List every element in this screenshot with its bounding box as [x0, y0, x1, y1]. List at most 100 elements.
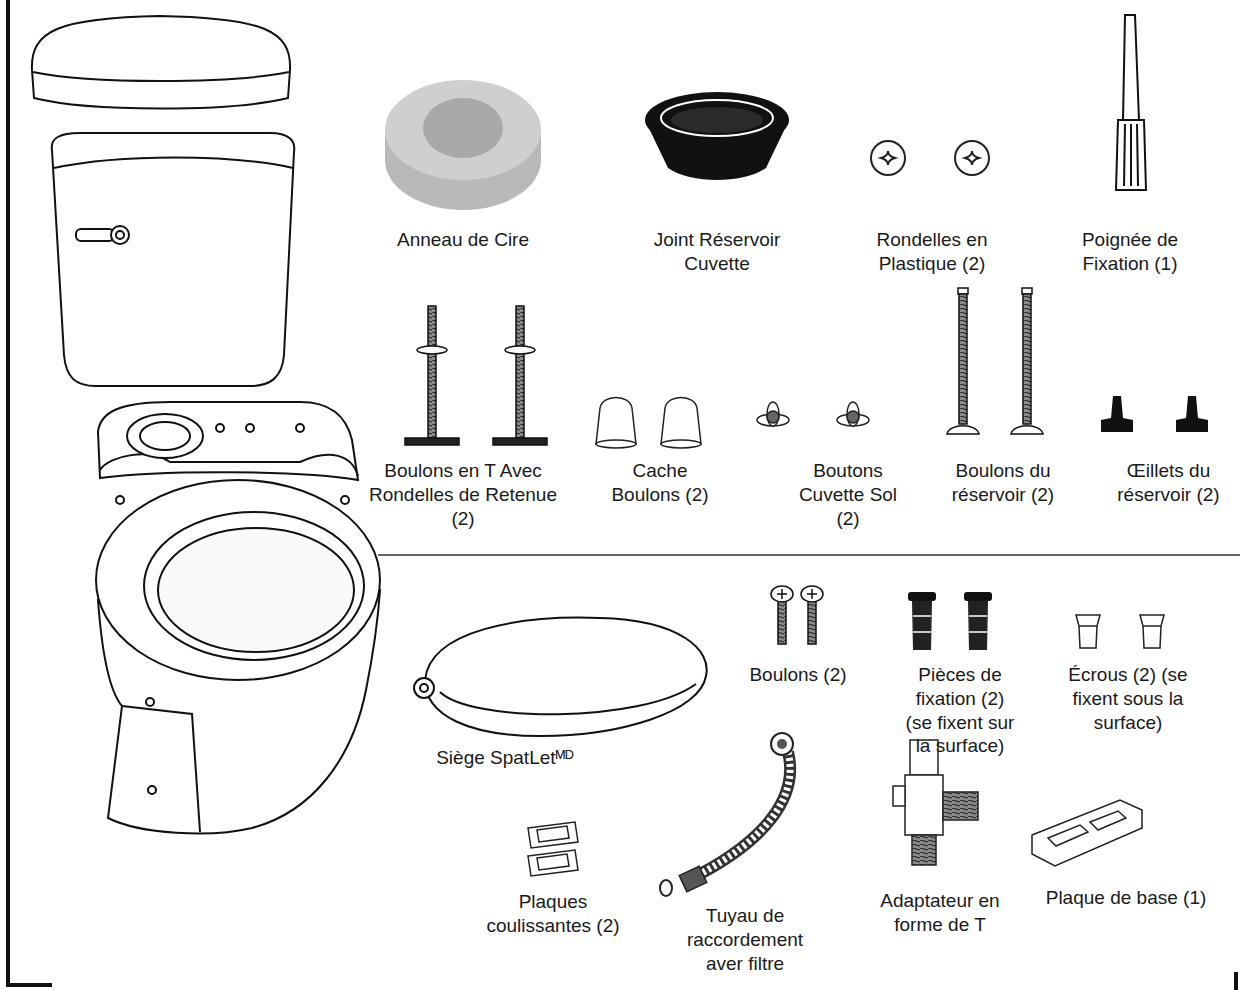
floor-knob	[757, 402, 869, 426]
connection-hose	[700, 752, 790, 874]
seat-bolt	[777, 589, 787, 599]
part-label: Plaques coulissantes (2)	[478, 890, 628, 938]
plastic-washer	[871, 141, 989, 175]
part-label: Siège SpatLetᴹᴰ	[395, 746, 615, 770]
floor-knob	[847, 411, 859, 423]
seat-nut	[1140, 615, 1164, 648]
spatlet-seat	[425, 618, 707, 736]
connection-hose	[660, 880, 672, 896]
divider-line	[378, 554, 1240, 556]
fixing-piece	[912, 601, 932, 650]
part-label: Boutons Cuvette Sol (2)	[791, 459, 906, 530]
t-bolt	[405, 306, 547, 445]
floor-knob	[767, 411, 779, 423]
tank-lid	[32, 16, 290, 109]
plastic-washer	[881, 151, 895, 165]
seat-bolt	[771, 586, 793, 602]
bolt-cap	[661, 398, 701, 445]
part-label: Écrous (2) (se fixent sous la surface)	[1066, 663, 1191, 734]
tank	[52, 133, 295, 386]
tank-bolt	[958, 288, 968, 294]
toilet-bowl	[216, 424, 224, 432]
floor-knob	[847, 402, 859, 426]
fixing-handle	[1124, 124, 1125, 186]
fixing-piece	[964, 592, 992, 601]
bolt-cap	[596, 398, 701, 449]
tank-bolt	[947, 288, 1043, 434]
toilet-bowl	[144, 512, 364, 660]
part-label: Adaptateur en forme de T	[870, 889, 1010, 937]
spatlet-seat	[420, 684, 428, 692]
fixing-piece	[908, 592, 936, 601]
toilet-bowl	[96, 480, 380, 680]
part-label: Anneau de Cire	[353, 228, 573, 252]
tank	[111, 226, 129, 244]
frame-line	[6, 0, 10, 987]
t-adapter	[905, 775, 943, 835]
tank-bolt	[947, 426, 979, 434]
frame-line	[1234, 972, 1238, 990]
plastic-washer	[871, 141, 905, 175]
base-plate	[1090, 811, 1126, 830]
bolt-cap	[596, 398, 636, 445]
toilet-bowl	[96, 402, 380, 833]
spatlet-seat	[414, 618, 707, 736]
t-adapter	[893, 740, 978, 865]
connection-hose	[700, 752, 790, 874]
bolt-cap	[661, 440, 701, 448]
tank	[116, 231, 124, 239]
t-bolt	[516, 306, 524, 438]
frame-line	[8, 0, 1236, 990]
part-label: Plaque de base (1)	[1016, 886, 1236, 910]
t-bolt	[417, 346, 447, 354]
t-adapter	[943, 792, 978, 820]
fixing-handle	[1116, 15, 1146, 190]
toilet-bowl	[246, 424, 254, 432]
wax-ring	[423, 98, 503, 158]
seat-nut	[1143, 625, 1161, 627]
seat-bolt	[778, 598, 786, 644]
tank-gasket	[671, 107, 763, 133]
base-plate	[1048, 825, 1088, 846]
connection-hose	[771, 733, 793, 755]
spatlet-seat	[414, 678, 434, 698]
tank-grommet	[1101, 396, 1133, 432]
spatlet-seat	[440, 684, 696, 714]
toilet-bowl	[116, 496, 124, 504]
tank-bolt	[1022, 288, 1032, 294]
part-label: Boulons (2)	[718, 663, 878, 687]
toilet-bowl	[122, 706, 200, 832]
seat-bolt	[801, 586, 823, 602]
frame-line	[8, 983, 52, 987]
toilet-bowl	[127, 414, 203, 458]
fixing-piece	[969, 631, 987, 633]
part-label: Poignée de Fixation (1)	[1060, 228, 1200, 276]
tank	[54, 158, 293, 169]
seat-nut	[1079, 625, 1097, 627]
toilet-bowl	[100, 454, 358, 476]
t-bolt	[505, 346, 535, 354]
part-label: Boulons du réservoir (2)	[936, 459, 1071, 507]
tank-bolt	[959, 294, 967, 424]
connection-hose	[660, 733, 793, 896]
seat-nut	[1076, 615, 1164, 648]
fixing-handle	[1137, 124, 1138, 186]
tank	[52, 133, 295, 386]
connection-hose	[777, 739, 787, 749]
part-label: Tuyau de raccordement aver filtre	[675, 904, 815, 975]
seat-bolt	[807, 589, 817, 599]
floor-knob	[767, 402, 779, 426]
toilet-bowl	[146, 698, 154, 706]
slide-plate	[528, 822, 578, 876]
tank-grommet	[1176, 396, 1208, 432]
fixing-piece	[913, 615, 931, 617]
part-label: Œillets du réservoir (2)	[1101, 459, 1236, 507]
seat-bolt	[771, 586, 823, 644]
tank-gasket	[661, 100, 773, 136]
fixing-handle	[1116, 120, 1146, 190]
toilet-bowl	[296, 424, 304, 432]
connection-hose	[679, 866, 707, 892]
tank-bolt	[1011, 426, 1043, 434]
slide-plate	[528, 850, 578, 876]
